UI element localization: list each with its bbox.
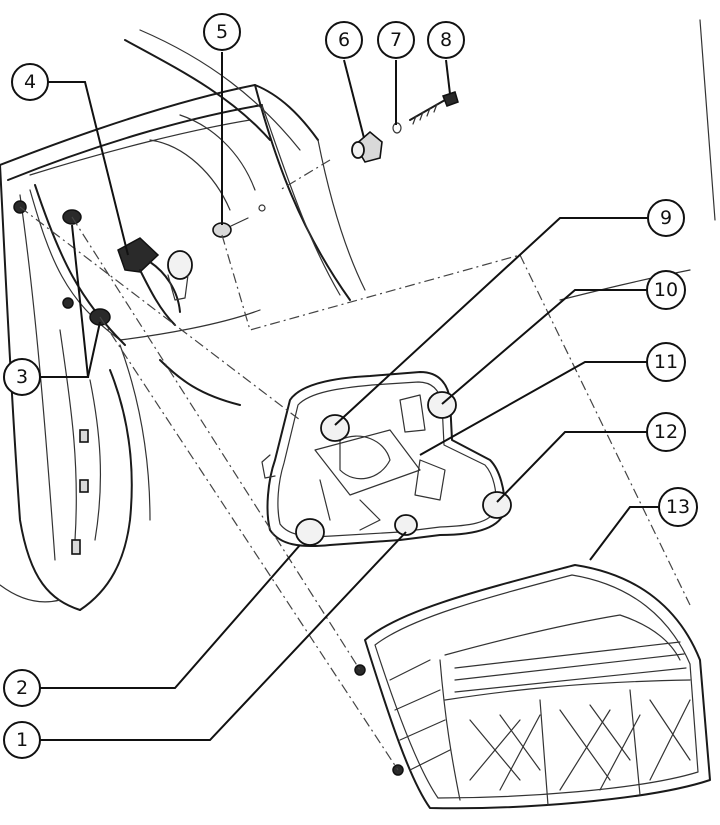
callout-1: 1 <box>3 721 41 759</box>
callout-2: 2 <box>3 669 41 707</box>
svg-text:11: 11 <box>654 351 678 373</box>
callout-7: 7 <box>377 21 415 59</box>
callout-11: 11 <box>646 342 686 382</box>
svg-text:9: 9 <box>660 207 672 229</box>
svg-text:13: 13 <box>666 496 690 518</box>
callout-8: 8 <box>427 21 465 59</box>
svg-text:7: 7 <box>390 29 402 51</box>
tail-light-lens <box>354 564 711 810</box>
svg-text:5: 5 <box>216 21 228 43</box>
svg-text:12: 12 <box>654 421 678 443</box>
callout-10: 10 <box>646 270 686 310</box>
svg-text:1: 1 <box>16 729 28 751</box>
svg-text:8: 8 <box>440 29 452 51</box>
car-body-panel <box>0 19 716 611</box>
svg-text:4: 4 <box>24 71 36 93</box>
callout-12: 12 <box>646 412 686 452</box>
leader-lines <box>32 52 658 741</box>
callout-4: 4 <box>11 63 49 101</box>
fixing-nut <box>212 204 266 238</box>
svg-text:3: 3 <box>16 366 28 388</box>
svg-text:10: 10 <box>654 279 678 301</box>
bulb-holder-board <box>261 371 512 548</box>
mounting-hardware <box>351 91 459 163</box>
callout-5: 5 <box>203 13 241 51</box>
svg-text:6: 6 <box>338 29 350 51</box>
callout-13: 13 <box>658 487 698 527</box>
callout-6: 6 <box>325 21 363 59</box>
callout-3: 3 <box>3 358 41 396</box>
svg-text:2: 2 <box>16 677 28 699</box>
wiring-connector <box>117 237 193 326</box>
callout-9: 9 <box>647 199 685 237</box>
